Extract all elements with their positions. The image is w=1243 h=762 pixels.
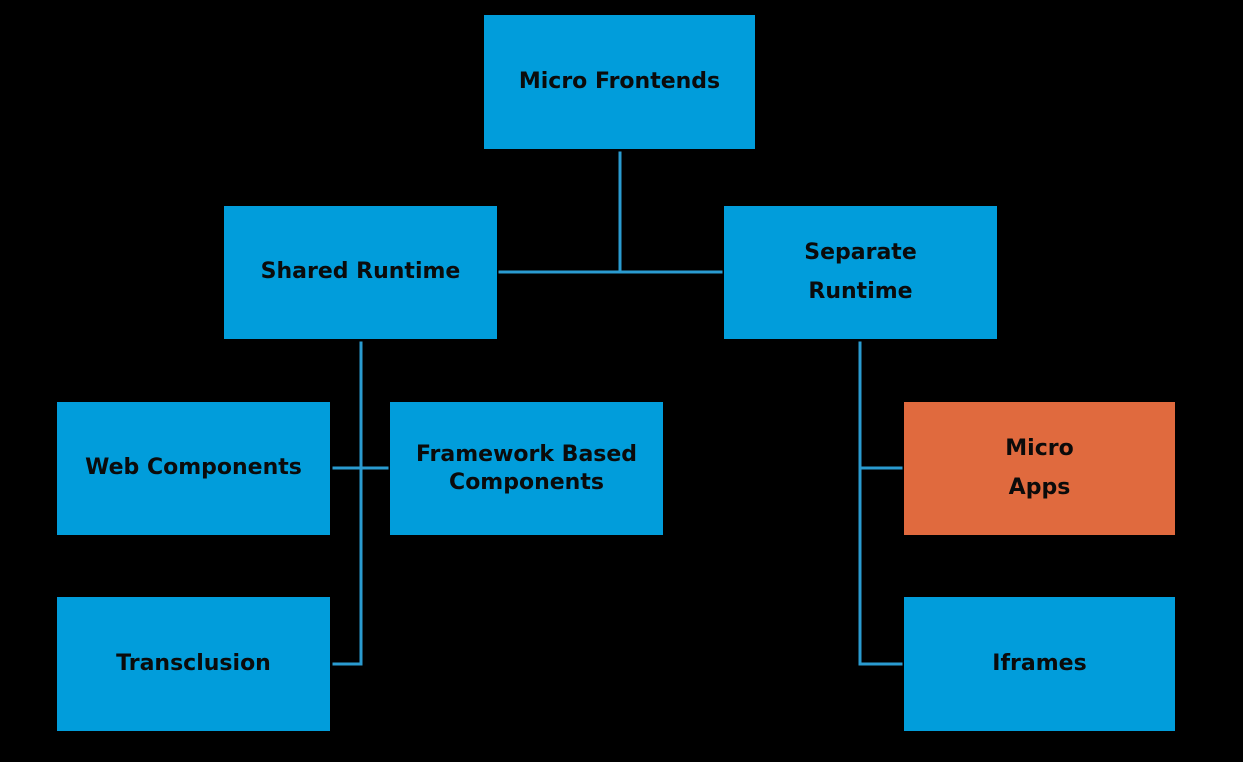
node-web-components: Web Components xyxy=(57,402,330,535)
node-micro-frontends: Micro Frontends xyxy=(484,15,755,149)
node-framework-based-components: Framework Based Components xyxy=(390,402,663,535)
node-iframes-label: Iframes xyxy=(992,650,1087,676)
node-transclusion-label: Transclusion xyxy=(116,650,271,676)
node-web-components-label: Web Components xyxy=(85,455,302,481)
node-shared-runtime: Shared Runtime xyxy=(224,206,497,339)
node-micro-frontends-label: Micro Frontends xyxy=(518,68,721,94)
node-separate-runtime: Separate Runtime xyxy=(724,206,997,339)
node-transclusion: Transclusion xyxy=(57,597,330,731)
node-micro-apps-label: Micro Apps xyxy=(1005,436,1074,500)
node-shared-runtime-label: Shared Runtime xyxy=(260,259,461,285)
node-micro-apps: Micro Apps xyxy=(904,402,1175,535)
node-separate-runtime-label: Separate Runtime xyxy=(804,240,917,304)
node-framework-based-components-label: Framework Based Components xyxy=(415,442,638,495)
node-iframes: Iframes xyxy=(904,597,1175,731)
